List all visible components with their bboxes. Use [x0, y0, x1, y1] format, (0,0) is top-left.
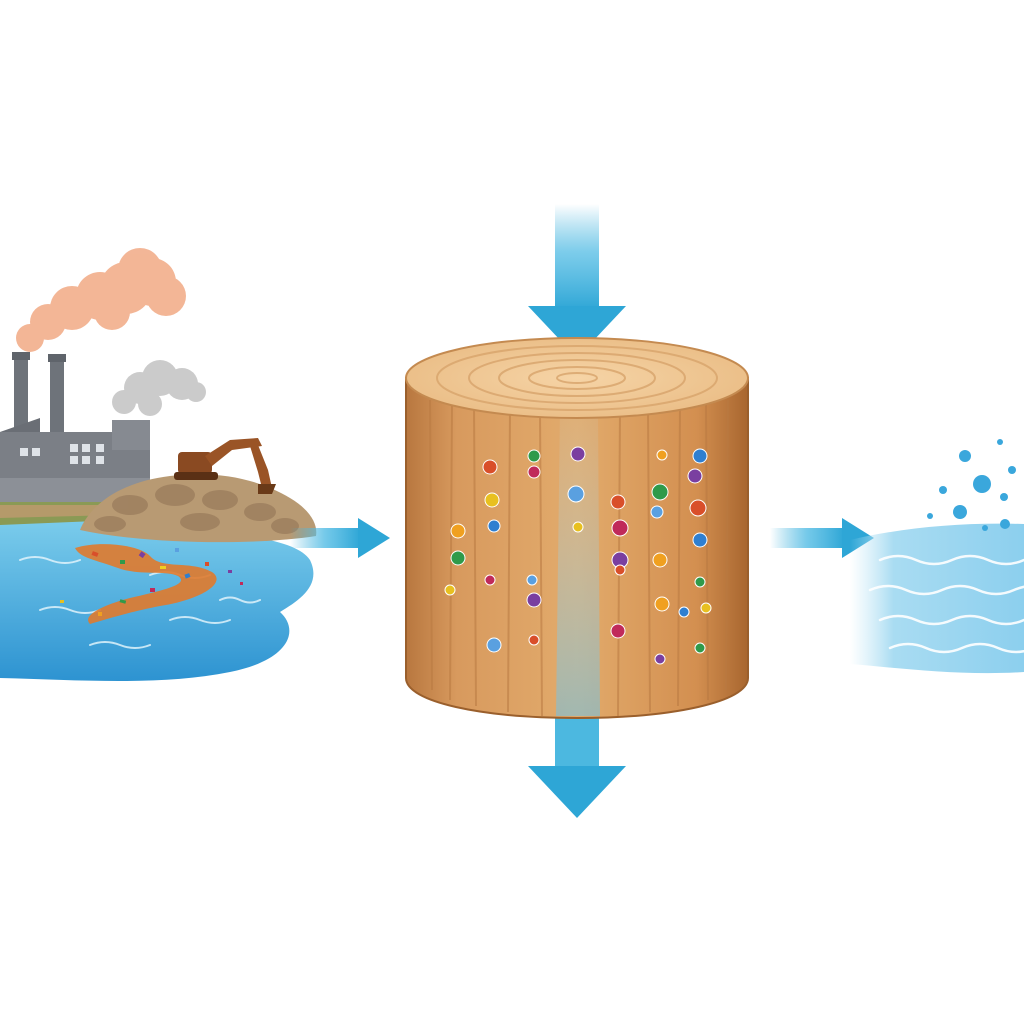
contaminant-particle: [610, 494, 626, 510]
clean-water-icon: [850, 439, 1024, 674]
contaminant-particle: [678, 606, 690, 618]
polluted-source-scene: [0, 248, 317, 681]
contaminant-particle: [656, 449, 668, 461]
wood-log-filter-icon: [405, 337, 749, 720]
contaminant-particle: [526, 574, 538, 586]
contaminant-particle: [700, 602, 712, 614]
contaminant-particle: [486, 637, 502, 653]
contaminant-particle: [651, 483, 669, 501]
contaminant-particle: [650, 505, 664, 519]
pollutant-stream: [75, 544, 217, 624]
contaminant-particle: [610, 623, 626, 639]
dirt-mound: [80, 474, 317, 543]
contaminant-particle: [694, 642, 706, 654]
contaminant-particle: [484, 574, 496, 586]
gray-smoke: [112, 360, 206, 416]
contaminant-particle: [689, 499, 707, 517]
contaminant-particle: [527, 465, 541, 479]
debris-particles: [60, 548, 243, 616]
contaminant-particle: [570, 446, 586, 462]
contaminant-particle: [482, 459, 498, 475]
trapped-contaminants: [444, 446, 712, 665]
contaminant-particle: [654, 596, 670, 612]
excavator-icon: [174, 438, 276, 494]
contaminant-particle: [652, 552, 668, 568]
orange-smoke: [16, 248, 186, 352]
factory-pollution-icon: [0, 352, 150, 502]
water-channel: [556, 410, 600, 716]
contaminant-particle: [487, 519, 501, 533]
contaminant-particle: [692, 448, 708, 464]
water-droplets: [927, 439, 1016, 531]
outflow-arrow: [528, 712, 626, 818]
inflow-arrow: [528, 204, 626, 358]
contaminant-particle: [694, 576, 706, 588]
contaminant-particle: [611, 519, 629, 537]
contaminant-particle: [572, 521, 584, 533]
contaminant-particle: [567, 485, 585, 503]
growth-rings: [436, 345, 718, 411]
contaminant-particle: [614, 564, 626, 576]
contaminant-particle: [450, 550, 466, 566]
contaminant-particle: [526, 592, 542, 608]
contaminant-particle: [444, 584, 456, 596]
contaminant-particle: [484, 492, 500, 508]
contaminant-particle: [450, 523, 466, 539]
source-to-filter-arrow: [290, 518, 390, 558]
contaminant-particle: [654, 653, 666, 665]
contaminant-particle: [692, 532, 708, 548]
contaminant-particle: [527, 449, 541, 463]
log-top: [405, 337, 749, 419]
contaminant-particle: [528, 634, 540, 646]
contaminant-particle: [687, 468, 703, 484]
